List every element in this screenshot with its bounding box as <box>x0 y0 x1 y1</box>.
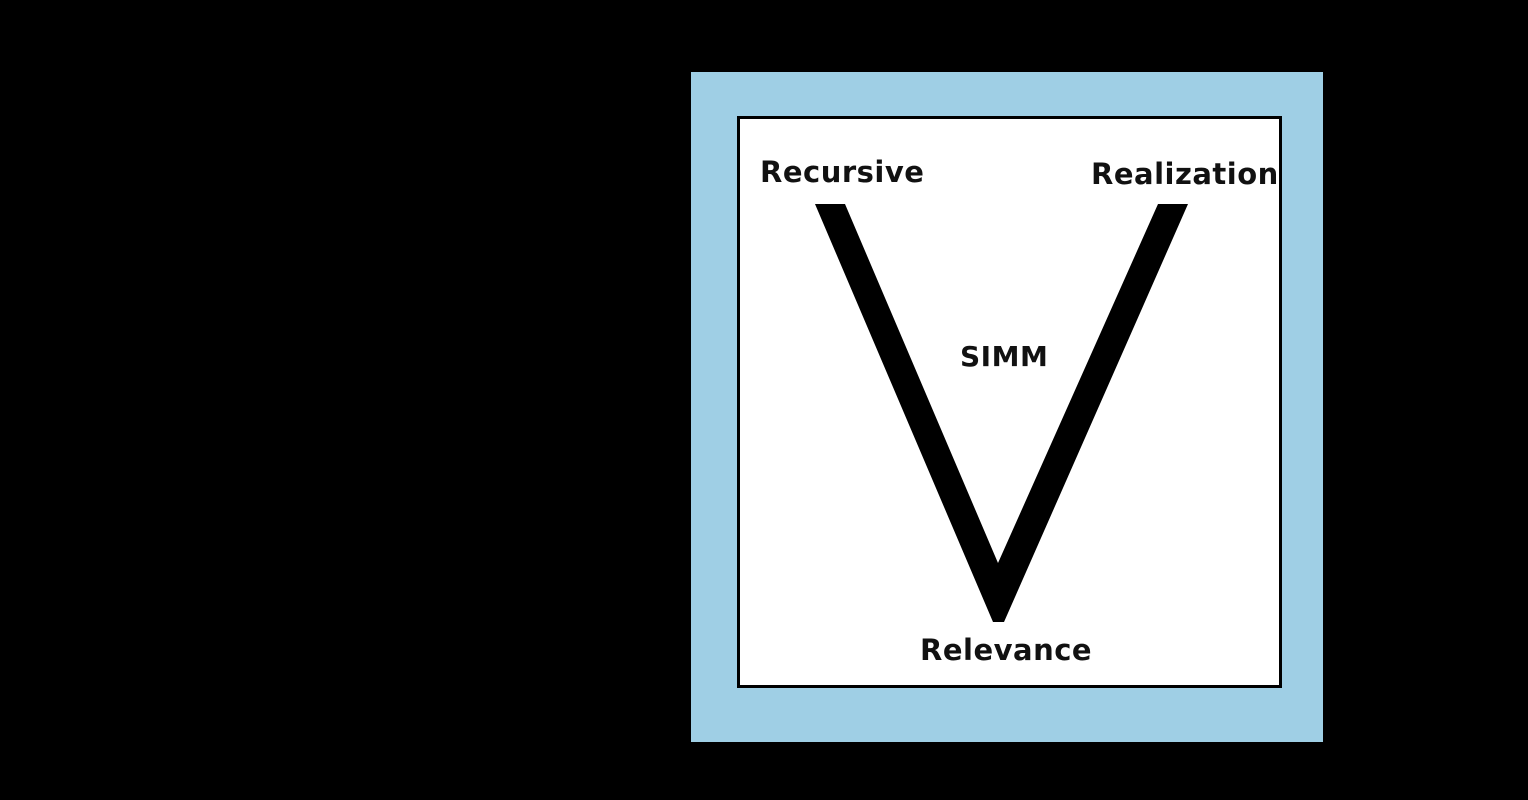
label-recursive: Recursive <box>760 155 925 189</box>
label-realization: Realization <box>1091 157 1279 191</box>
label-simm: SIMM <box>960 340 1049 373</box>
label-relevance: Relevance <box>920 633 1093 667</box>
